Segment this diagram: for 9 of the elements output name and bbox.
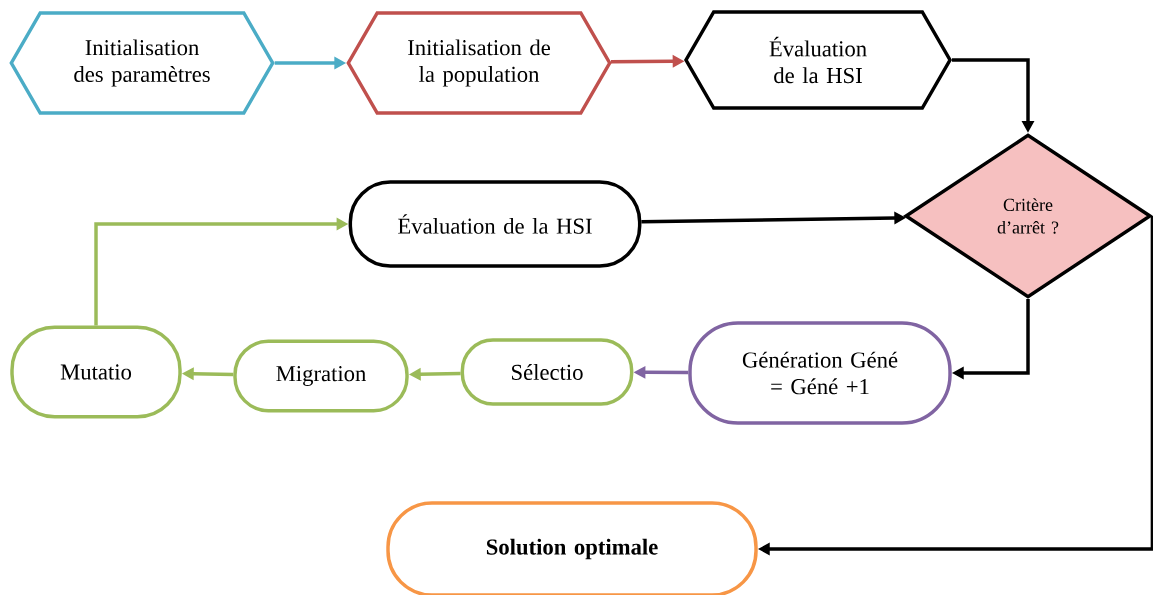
process-box: Sélectio [460, 338, 634, 406]
process-box: Mutatio [10, 325, 182, 419]
process-box: Génération Géné = Géné +1 [688, 321, 952, 425]
process-box: Solution optimale [386, 501, 758, 595]
process-box: Évaluation de la HSI [348, 180, 642, 268]
process-hexagon: Évaluation de la HSI [684, 10, 952, 110]
process-box: Migration [233, 339, 409, 413]
process-hexagon: Initialisation de la population [346, 11, 612, 115]
process-hexagon: Initialisation des paramètres [9, 11, 275, 115]
